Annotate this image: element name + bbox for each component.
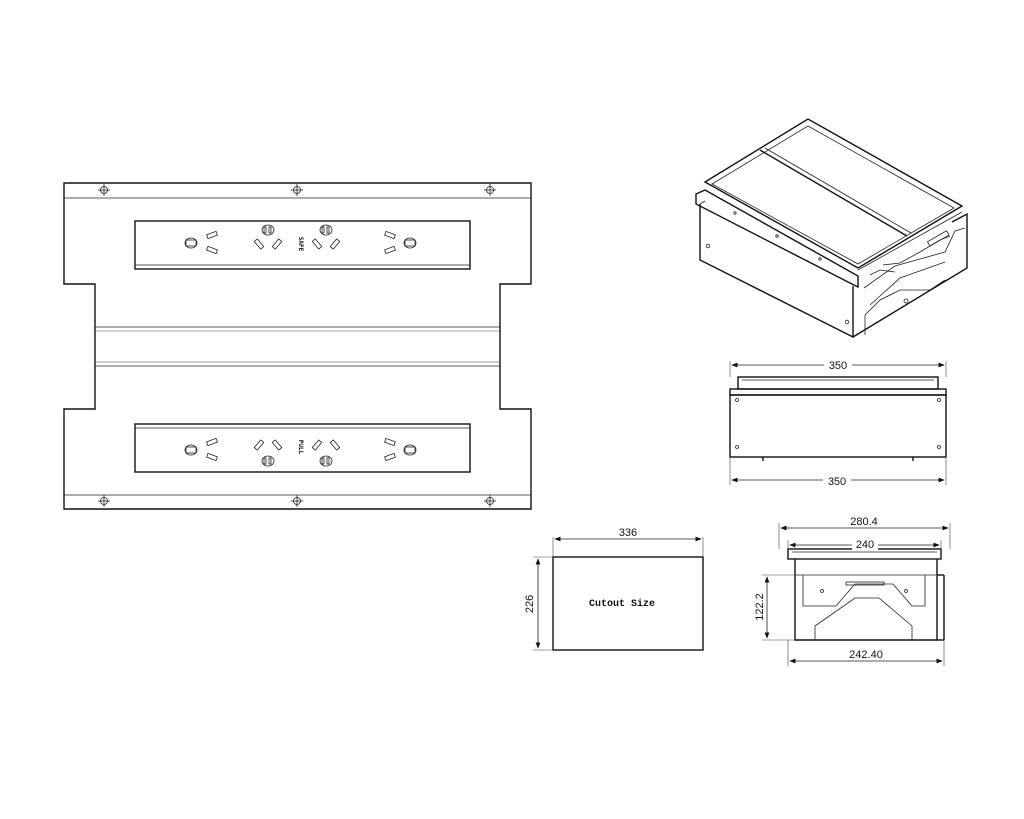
mount-hole-bottom-right	[484, 495, 496, 507]
socket-label-bottom: PULL	[297, 440, 304, 455]
mount-hole-top-middle	[291, 184, 303, 196]
socket-outlet	[253, 439, 283, 467]
side-view: 350 350	[729, 358, 947, 488]
cutout-view: 336 226 Cutout Size	[524, 527, 704, 651]
socket-outlet	[184, 437, 218, 462]
end-view-height: 122.2	[754, 593, 766, 621]
socket-panel-bottom: PULL	[134, 423, 471, 473]
mount-hole-bottom-middle	[291, 495, 303, 507]
socket-outlet	[311, 439, 341, 467]
end-view: 280.4 240 122.2 242.40	[754, 516, 951, 666]
socket-label-top: SAFE	[297, 237, 304, 252]
socket-outlet	[384, 230, 417, 255]
isometric-view	[695, 118, 968, 339]
cutout-size-label: Cutout Size	[589, 598, 655, 610]
end-view-outer-width: 280.4	[850, 516, 878, 528]
cutout-width: 336	[619, 527, 637, 539]
socket-outlet	[184, 230, 218, 255]
side-view-top-width: 350	[829, 360, 847, 372]
side-view-bottom-width: 350	[828, 476, 846, 488]
end-view-base-width: 242.40	[849, 649, 883, 661]
socket-outlet	[384, 437, 417, 462]
end-view-inner-width: 240	[856, 539, 874, 551]
plan-view: SAFE	[63, 182, 532, 510]
mount-hole-top-right	[484, 184, 496, 196]
socket-panel-top: SAFE	[134, 220, 471, 270]
socket-outlet	[311, 224, 341, 250]
cutout-height: 226	[524, 595, 536, 613]
mount-hole-bottom-left	[98, 495, 110, 507]
mount-hole-top-left	[98, 184, 110, 196]
socket-outlet	[253, 224, 283, 250]
